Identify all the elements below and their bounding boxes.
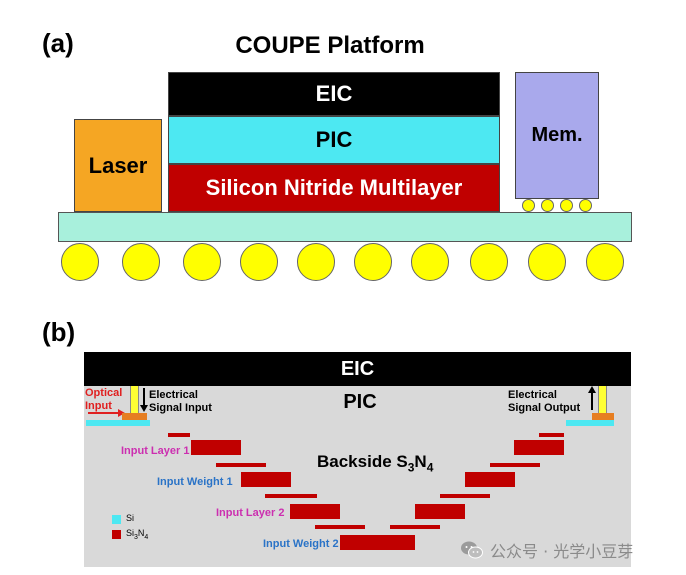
pic-block: PIC [168, 116, 500, 164]
input-weight-1-label: Input Weight 1 [157, 476, 233, 488]
sin-thin-bar [539, 433, 564, 437]
backside-sub-4: 4 [426, 460, 434, 475]
solder-ball [183, 243, 221, 281]
sin-thick-block [465, 472, 515, 487]
micro-bump [579, 199, 592, 212]
legend-si3n4-base: Si [126, 528, 135, 538]
sin-thick-block [290, 504, 340, 519]
sin-bottom-block [340, 535, 415, 550]
solder-ball [61, 243, 99, 281]
backside-sub-3: 3 [407, 460, 415, 475]
sin-thin-bar [168, 433, 190, 437]
micro-bump [541, 199, 554, 212]
sin-thin-bar [390, 525, 440, 529]
sin-thick-block [241, 472, 291, 487]
panel-b-label: (b) [42, 317, 76, 347]
pic-label: PIC [315, 127, 353, 152]
electrical-output-arrow [591, 392, 593, 410]
legend-si3n4-sub-3: 3 [134, 533, 138, 541]
solder-ball [586, 243, 624, 281]
grating-coupler-right [592, 413, 614, 420]
sin-thin-bar [265, 494, 317, 498]
eic-bar: EIC [84, 352, 631, 386]
eic-label: EIC [315, 81, 353, 106]
pic-body-label: PIC [343, 391, 377, 413]
solder-ball [528, 243, 566, 281]
electrical-input-arrowhead [140, 405, 148, 412]
solder-ball [122, 243, 160, 281]
eic-bar-label: EIC [340, 358, 375, 380]
panel-a-title: COUPE Platform [235, 32, 425, 59]
legend-si3n4-mid: N [137, 528, 145, 538]
sin-thin-bar [490, 463, 540, 467]
silicon-nitride-multilayer-block: Silicon Nitride Multilayer [168, 164, 500, 212]
watermark-text: 公众号 · 光学小豆芽 [490, 542, 634, 561]
watermark: 公众号 · 光学小豆芽 [460, 538, 633, 562]
memory-label: Mem. [531, 124, 583, 146]
input-layer-2-label: Input Layer 2 [216, 507, 285, 519]
sin-thick-block [191, 440, 241, 455]
grating-coupler-left [122, 413, 147, 420]
input-weight-2-label: Input Weight 2 [263, 538, 339, 550]
input-layer-1-label: Input Layer 1 [121, 445, 190, 457]
micro-bump [522, 199, 535, 212]
sin-thin-bar [440, 494, 490, 498]
legend-si-label: Si [126, 513, 135, 523]
eic-block: EIC [168, 72, 500, 116]
electrical-signal-output-label: Electrical Signal Output [508, 389, 581, 414]
si-waveguide-left [86, 420, 150, 426]
backside-mid: N [414, 452, 427, 471]
sin-thick-block [514, 440, 564, 455]
si-waveguide-right [566, 420, 614, 426]
backside-s3n4-label: Backside S3N4 [317, 452, 433, 474]
legend-si-swatch [112, 515, 121, 524]
optical-input-label: Optical Input [85, 387, 123, 412]
via-right [598, 386, 607, 413]
electrical-output-arrowhead [588, 386, 596, 393]
laser-label: Laser [88, 152, 148, 178]
memory-block: Mem. [515, 72, 599, 199]
legend-si3n4-label: Si3N4 [126, 528, 148, 541]
via-left [130, 386, 139, 413]
optical-input-arrowhead [118, 409, 125, 417]
sin-thick-block [415, 504, 465, 519]
solder-ball [411, 243, 449, 281]
backside-base: Backside S [317, 452, 408, 471]
laser-block: Laser [74, 119, 162, 212]
solder-ball [354, 243, 392, 281]
legend-si3n4-swatch [112, 530, 121, 539]
sin-multilayer-label: Silicon Nitride Multilayer [205, 175, 463, 200]
sin-thin-bar [216, 463, 266, 467]
electrical-input-arrow [143, 388, 145, 406]
micro-bump [560, 199, 573, 212]
electrical-signal-input-label: Electrical Signal Input [149, 389, 212, 414]
solder-ball [297, 243, 335, 281]
wechat-icon [461, 541, 483, 559]
sin-thin-bar [315, 525, 365, 529]
optical-input-arrow [88, 412, 118, 414]
solder-ball [470, 243, 508, 281]
legend-si3n4-sub-4: 4 [144, 533, 149, 541]
panel-a-label: (a) [42, 28, 74, 58]
solder-ball [240, 243, 278, 281]
package-substrate [58, 212, 632, 242]
legend: Si Si3N4 [112, 512, 172, 544]
